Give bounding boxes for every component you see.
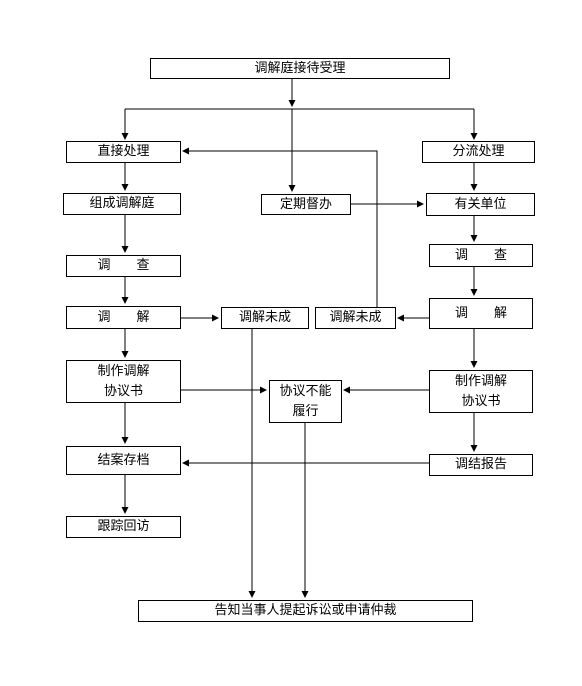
edge-fail-right-direct bbox=[182, 147, 378, 307]
make-agreement-left-node: 制作调解 协议书 bbox=[66, 360, 181, 403]
direct-handling-node: 直接处理 bbox=[66, 141, 181, 163]
investigate-right-node: 调 查 bbox=[429, 244, 533, 267]
follow-up-node: 跟踪回访 bbox=[66, 516, 181, 538]
investigate-left-node: 调 查 bbox=[66, 255, 181, 277]
agreement-not-performed-node: 协议不能 履行 bbox=[269, 380, 342, 423]
mediate-right-node: 调 解 bbox=[429, 298, 533, 329]
make-agreement-right-node: 制作调解 协议书 bbox=[429, 370, 533, 413]
notify-litigation-arbitration-node: 告知当事人提起诉讼或申请仲裁 bbox=[138, 600, 473, 622]
mediation-failed-right-node: 调解未成 bbox=[315, 307, 396, 329]
mediate-left-node: 调 解 bbox=[66, 306, 181, 329]
periodic-supervision-node: 定期督办 bbox=[261, 194, 351, 215]
start-node: 调解庭接待受理 bbox=[150, 58, 450, 79]
divert-handling-node: 分流处理 bbox=[422, 141, 535, 163]
related-unit-node: 有关单位 bbox=[426, 193, 535, 216]
form-court-node: 组成调解庭 bbox=[63, 193, 181, 215]
settlement-report-node: 调结报告 bbox=[429, 454, 533, 476]
case-archive-node: 结案存档 bbox=[66, 446, 181, 475]
mediation-failed-left-node: 调解未成 bbox=[221, 307, 309, 329]
